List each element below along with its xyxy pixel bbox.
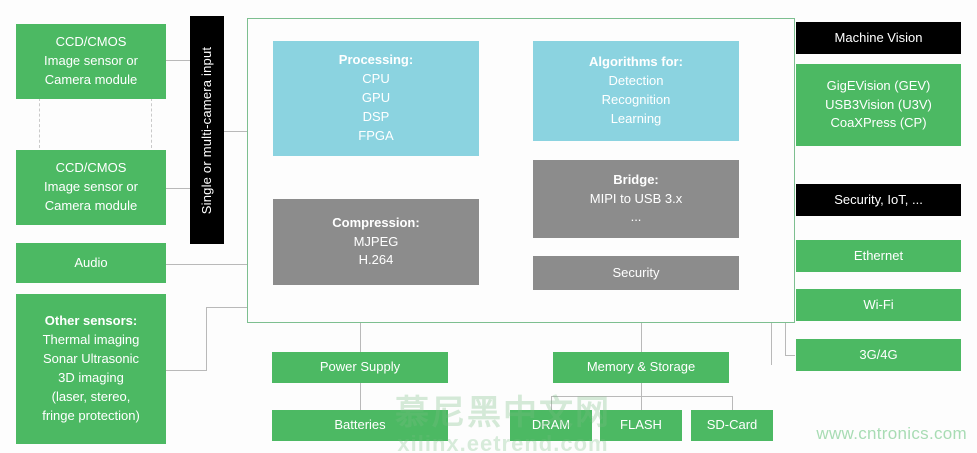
flash-block[interactable]: FLASH: [600, 410, 682, 441]
standard-gige: GigEVision (GEV): [826, 77, 931, 93]
bridge-item-ellipsis: ...: [630, 209, 642, 225]
processing-block[interactable]: Processing: CPU GPU DSP FPGA: [273, 41, 479, 156]
processing-item-dsp: DSP: [362, 108, 390, 124]
sensor-block-1-line2: Image sensor or: [44, 53, 138, 69]
sensor-block-2-line2: Image sensor or: [44, 179, 138, 195]
processing-item-fpga: FPGA: [358, 127, 394, 143]
bridge-heading: Bridge:: [613, 171, 659, 187]
algorithms-heading: Algorithms for:: [589, 54, 683, 70]
connector-othersensors-v: [206, 307, 207, 371]
memory-storage-block[interactable]: Memory & Storage: [553, 352, 729, 383]
audio-block[interactable]: Audio: [16, 243, 166, 283]
connector-othersensors-h2: [206, 307, 248, 308]
processing-heading: Processing:: [338, 52, 414, 68]
machine-vision-header-label: Machine Vision: [834, 29, 923, 45]
sdcard-label: SD-Card: [706, 417, 758, 433]
connector-audio-to-soc: [165, 264, 248, 265]
sensor-block-1-line1: CCD/CMOS: [55, 34, 127, 50]
connector-memory-to-flash: [641, 396, 642, 410]
ethernet-block[interactable]: Ethernet: [796, 240, 961, 272]
connector-sensor1-to-input: [165, 60, 190, 61]
sensor-block-2-line3: Camera module: [44, 197, 138, 213]
connector-sensor2-to-input: [165, 188, 190, 189]
sensor-block-2[interactable]: CCD/CMOS Image sensor or Camera module: [16, 150, 166, 225]
bridge-block[interactable]: Bridge: MIPI to USB 3.x ...: [533, 160, 739, 238]
other-sensors-line4: (laser, stereo,: [51, 388, 131, 404]
standard-coaxpress: CoaXPress (CP): [830, 115, 927, 131]
other-sensors-heading: Other sensors:: [44, 313, 138, 329]
memory-storage-label: Memory & Storage: [586, 359, 696, 375]
other-sensors-line2: Sonar Ultrasonic: [42, 351, 140, 367]
connector-memory-to-dram: [551, 396, 552, 410]
security-block[interactable]: Security: [533, 256, 739, 290]
compression-item-mjpeg: MJPEG: [353, 233, 399, 249]
standard-usb3vision: USB3Vision (U3V): [825, 96, 932, 112]
bridge-item-mipi: MIPI to USB 3.x: [589, 190, 683, 206]
compression-block[interactable]: Compression: MJPEG H.264: [273, 199, 479, 285]
flash-label: FLASH: [620, 417, 662, 433]
sensor-block-2-line1: CCD/CMOS: [55, 160, 127, 176]
dram-block[interactable]: DRAM: [510, 410, 592, 441]
sensor-block-1-line3: Camera module: [44, 71, 138, 87]
machine-vision-standards-block[interactable]: GigEVision (GEV) USB3Vision (U3V) CoaXPr…: [796, 64, 961, 146]
sdcard-block[interactable]: SD-Card: [691, 410, 773, 441]
connector-othersensors-h1: [165, 370, 206, 371]
machine-vision-header[interactable]: Machine Vision: [796, 22, 961, 54]
power-supply-label: Power Supply: [319, 359, 401, 375]
algorithms-item-detection: Detection: [608, 73, 664, 89]
algorithms-item-recognition: Recognition: [601, 92, 671, 107]
connector-memory-to-sdcard: [732, 396, 733, 410]
other-sensors-line1: Thermal imaging: [42, 332, 140, 348]
power-supply-block[interactable]: Power Supply: [272, 352, 448, 383]
wifi-block[interactable]: Wi-Fi: [796, 289, 961, 321]
processing-item-cpu: CPU: [362, 71, 390, 87]
connector-soc-to-memory: [641, 322, 642, 352]
wifi-label: Wi-Fi: [863, 296, 894, 312]
processing-item-gpu: GPU: [361, 90, 391, 106]
camera-input-bar[interactable]: Single or multi-camera input: [190, 16, 224, 244]
algorithms-block[interactable]: Algorithms for: Detection Recognition Le…: [533, 41, 739, 141]
sensor-block-1[interactable]: CCD/CMOS Image sensor or Camera module: [16, 24, 166, 99]
connector-sensor-dashed-left: [39, 98, 40, 148]
ethernet-label: Ethernet: [853, 247, 904, 263]
watermark-site: www.cntronics.com: [816, 424, 967, 443]
compression-heading: Compression:: [332, 214, 420, 230]
security-iot-header-label: Security, IoT, ...: [834, 191, 923, 207]
audio-block-label: Audio: [74, 254, 108, 270]
camera-input-label: Single or multi-camera input: [199, 46, 215, 214]
connector-input-to-soc: [224, 131, 248, 132]
algorithms-item-learning: Learning: [610, 110, 662, 126]
security-iot-header[interactable]: Security, IoT, ...: [796, 184, 961, 216]
connector-branch-to-cellular: [785, 355, 795, 356]
batteries-label: Batteries: [334, 417, 386, 433]
cellular-block[interactable]: 3G/4G: [796, 339, 961, 371]
batteries-block[interactable]: Batteries: [272, 410, 448, 441]
compression-item-h264: H.264: [358, 252, 394, 268]
connector-power-to-batteries: [360, 382, 361, 410]
connector-soc-to-power: [360, 322, 361, 352]
other-sensors-line3: 3D imaging: [58, 370, 124, 385]
dram-label: DRAM: [531, 417, 571, 433]
connector-sensor-dashed-right: [151, 98, 152, 148]
other-sensors-line5: fringe protection): [42, 407, 140, 423]
security-block-label: Security: [612, 264, 660, 280]
cellular-label: 3G/4G: [859, 346, 898, 362]
other-sensors-block[interactable]: Other sensors: Thermal imaging Sonar Ult…: [16, 294, 166, 444]
